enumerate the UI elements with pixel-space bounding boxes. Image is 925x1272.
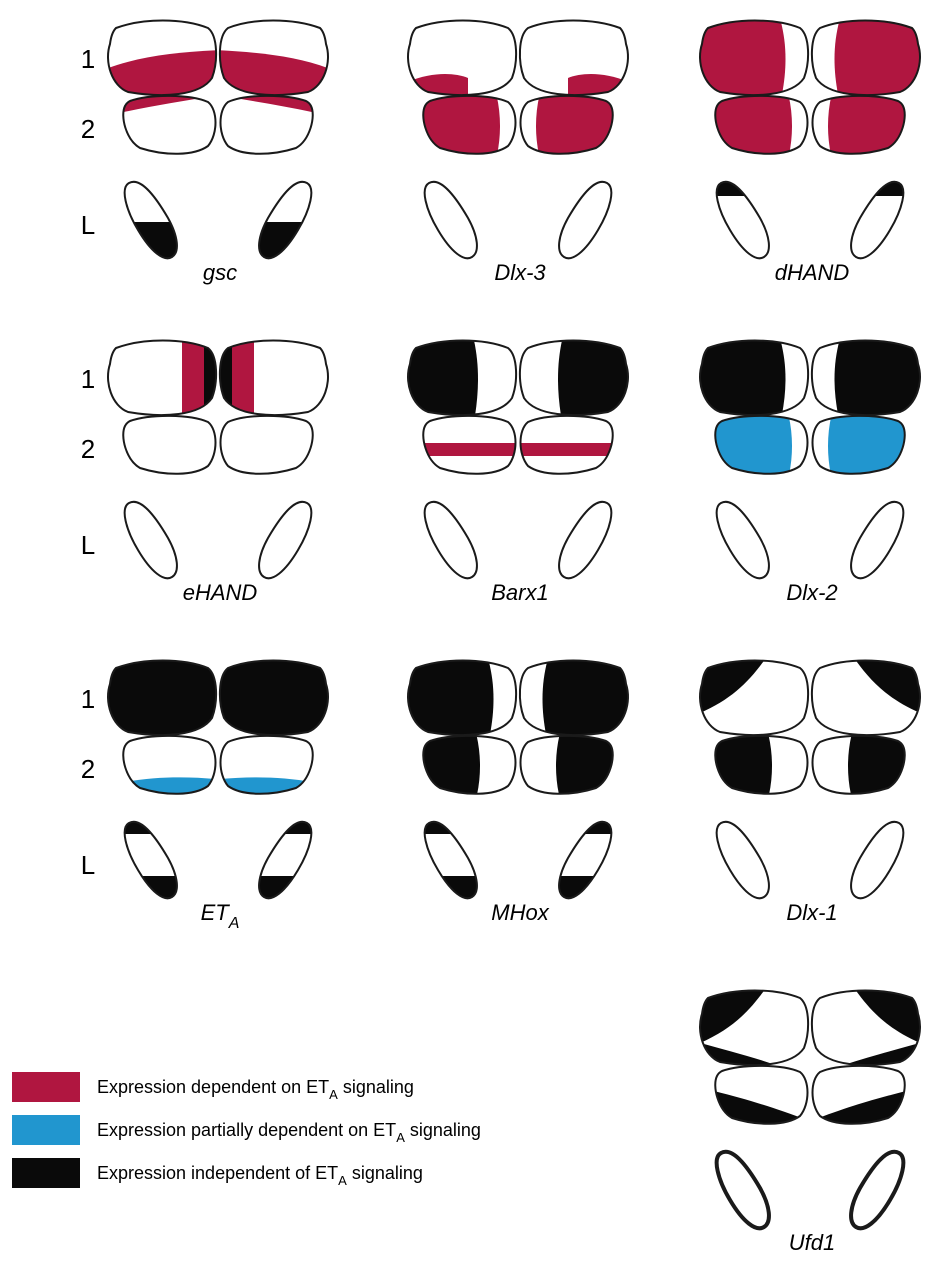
second-arch-left bbox=[415, 416, 525, 474]
lateral-left bbox=[425, 502, 477, 578]
row-label: L bbox=[81, 210, 95, 240]
second-arch-left bbox=[410, 726, 516, 806]
legend-label: Expression partially dependent on ETA si… bbox=[97, 1120, 481, 1145]
row-label: 2 bbox=[81, 114, 95, 144]
second-arch-left bbox=[115, 736, 225, 806]
second-arch-right bbox=[813, 406, 919, 486]
lateral-left bbox=[114, 182, 184, 270]
row-label: L bbox=[81, 850, 95, 880]
second-arch-left bbox=[702, 1066, 822, 1136]
gene-label: Dlx-3 bbox=[494, 260, 546, 285]
row-label: 2 bbox=[81, 754, 95, 784]
second-arch-left bbox=[410, 86, 516, 166]
gene-label: eHAND bbox=[183, 580, 258, 605]
lateral-left bbox=[717, 502, 769, 578]
second-arch-right bbox=[813, 86, 919, 166]
second-arch-right bbox=[211, 736, 321, 806]
lateral-right bbox=[252, 182, 322, 270]
lateral-right bbox=[552, 810, 622, 910]
panel-gsc: gsc bbox=[103, 21, 333, 286]
lateral-left bbox=[425, 182, 477, 258]
lateral-left bbox=[414, 810, 484, 910]
second-arch-left bbox=[123, 416, 215, 474]
second-arch-right bbox=[211, 86, 321, 154]
row-label: L bbox=[81, 530, 95, 560]
lateral-right bbox=[559, 502, 611, 578]
lateral-left bbox=[717, 1152, 769, 1228]
legend-item: Expression partially dependent on ETA si… bbox=[12, 1115, 481, 1145]
second-arch-left bbox=[702, 86, 808, 166]
panel-ehand: eHAND bbox=[108, 332, 328, 605]
row-label: 1 bbox=[81, 684, 95, 714]
second-arch-right bbox=[813, 726, 919, 806]
lateral-right bbox=[851, 822, 903, 898]
legend-swatch bbox=[12, 1072, 80, 1102]
gene-label: Ufd1 bbox=[789, 1230, 835, 1255]
lateral-right bbox=[259, 502, 311, 578]
gene-label: Dlx-1 bbox=[786, 900, 837, 925]
legend-item: Expression dependent on ETA signaling bbox=[12, 1072, 414, 1102]
row-label: 2 bbox=[81, 434, 95, 464]
second-arch-right bbox=[511, 416, 621, 474]
gene-label: dHAND bbox=[775, 260, 850, 285]
lateral-right bbox=[252, 810, 322, 910]
row-label: 1 bbox=[81, 364, 95, 394]
panel-dhand: dHAND bbox=[690, 12, 925, 285]
gene-label: Barx1 bbox=[491, 580, 548, 605]
legend: Expression dependent on ETA signalingExp… bbox=[12, 1072, 481, 1188]
first-arch-left bbox=[690, 652, 808, 735]
lateral-right bbox=[559, 182, 611, 258]
legend-label: Expression independent of ETA signaling bbox=[97, 1163, 423, 1188]
panel-mhox: MHox bbox=[398, 652, 638, 925]
legend-label: Expression dependent on ETA signaling bbox=[97, 1077, 414, 1102]
lateral-left bbox=[706, 170, 776, 258]
lateral-right bbox=[851, 502, 903, 578]
second-arch-right bbox=[521, 726, 627, 806]
second-arch-left bbox=[702, 406, 808, 486]
panel-ufd1: Ufd1 bbox=[690, 982, 925, 1255]
gene-label: MHox bbox=[491, 900, 549, 925]
second-arch-right bbox=[221, 416, 313, 474]
second-arch-left bbox=[702, 726, 808, 806]
panel-et-a: ETA bbox=[98, 652, 338, 932]
lateral-right bbox=[844, 170, 914, 258]
lateral-left bbox=[114, 810, 184, 910]
legend-swatch bbox=[12, 1158, 80, 1188]
gene-label: Dlx-2 bbox=[786, 580, 837, 605]
legend-item: Expression independent of ETA signaling bbox=[12, 1158, 423, 1188]
lateral-left bbox=[717, 822, 769, 898]
lateral-right bbox=[851, 1152, 903, 1228]
lateral-left bbox=[125, 502, 177, 578]
first-arch-right bbox=[812, 652, 925, 735]
second-arch-left bbox=[115, 86, 225, 154]
gene-label: ETA bbox=[201, 900, 240, 932]
legend-swatch bbox=[12, 1115, 80, 1145]
gene-label: gsc bbox=[203, 260, 237, 285]
panel-dlx-3: Dlx-3 bbox=[403, 21, 633, 286]
panel-barx1: Barx1 bbox=[398, 332, 638, 605]
panel-dlx-2: Dlx-2 bbox=[690, 332, 925, 605]
second-arch-right bbox=[521, 86, 627, 166]
second-arch-right bbox=[798, 1066, 918, 1136]
row-label: 1 bbox=[81, 44, 95, 74]
panel-dlx-1: Dlx-1 bbox=[690, 652, 925, 925]
